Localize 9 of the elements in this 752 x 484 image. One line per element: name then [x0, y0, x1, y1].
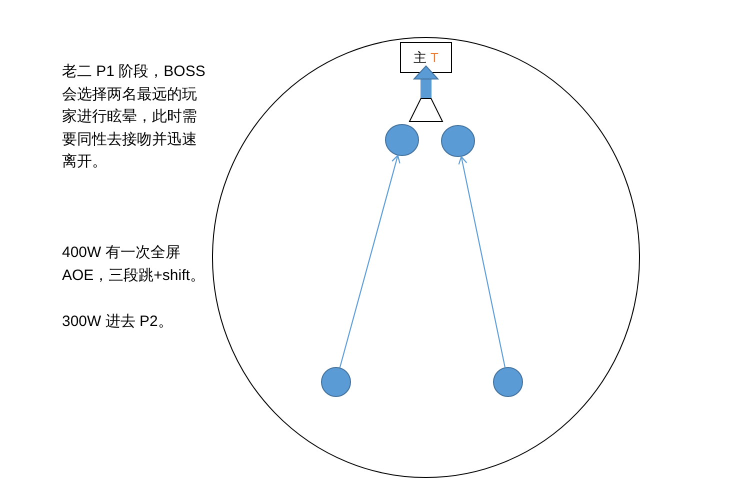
note-text: 老二 P1 阶段，BOSS会选择两名最远的玩家进行眩晕，此时需要同性去接吻并迅速离开。: [62, 62, 206, 172]
note-text: 400W 有一次全屏AOE，三段跳+shift。: [62, 243, 206, 286]
box-text: 主: [414, 48, 427, 66]
note-text: 300W 进去 P2。: [62, 312, 174, 332]
block-arrow: [414, 66, 438, 98]
box-text: T: [430, 50, 438, 65]
arrow: [458, 156, 506, 368]
text-box: [400, 42, 452, 73]
arrow: [339, 154, 400, 368]
